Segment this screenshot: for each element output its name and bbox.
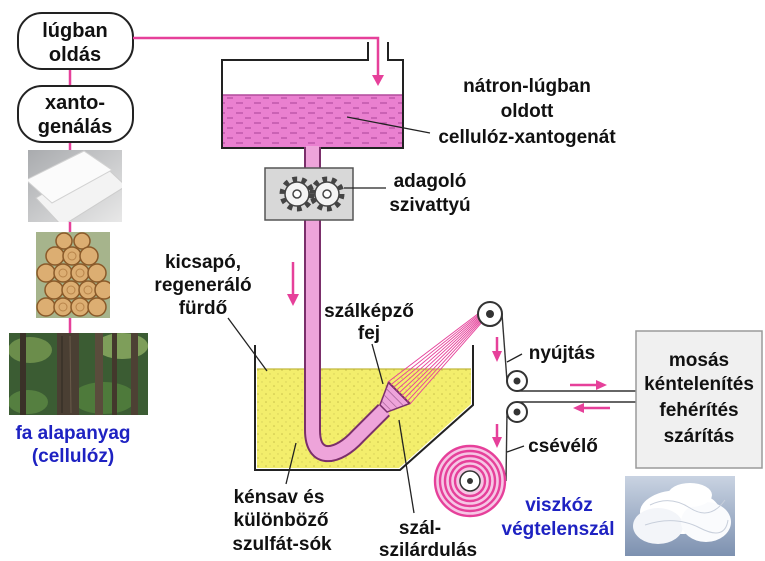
xanthation-label-line1: xanto- <box>45 92 105 114</box>
dissolving-label-line2: oldás <box>49 44 101 66</box>
to-washing-arrow-head <box>596 380 607 390</box>
feed-arrow-line <box>133 38 378 76</box>
product-label-line2: végtelenszál <box>502 519 615 540</box>
thread-to-bobbin <box>506 412 507 481</box>
post-treatment-line1: mosás <box>669 350 729 371</box>
guide-roller <box>478 302 502 326</box>
winding-bobbin <box>434 445 506 517</box>
post-treatment-box: mosás kéntelenítés fehérítés szárítás <box>636 331 762 468</box>
viscose-fiber-photo <box>625 476 735 556</box>
dissolving-label-line1: lúgban <box>42 20 108 42</box>
bath-label-line2: regeneráló <box>154 275 251 296</box>
stretch-roller-upper <box>507 371 527 391</box>
tank-liquid <box>223 95 402 148</box>
xanthation-label-line2: genálás <box>38 116 112 138</box>
pipe-flow-arrow-head <box>287 294 299 306</box>
pump-label-line1: adagoló <box>394 171 467 192</box>
bath-contents-label-line1: kénsav és <box>234 487 325 508</box>
thread-to-stretch-roller <box>502 314 507 381</box>
winding-label-leader <box>507 446 524 452</box>
stretch-arrow-head <box>492 351 502 362</box>
solidification-label-line1: szál- <box>399 518 441 539</box>
product-label-line1: viszkóz <box>525 495 593 516</box>
bath-label-line1: kicsapó, <box>165 252 241 273</box>
winding-arrow-head <box>492 437 502 448</box>
stretch-roller-lower <box>507 402 527 422</box>
feed-arrow-head <box>372 75 384 86</box>
tank-label-line1: nátron-lúgban <box>463 76 591 97</box>
bath-label-leader <box>228 318 267 371</box>
stretching-label-leader <box>507 354 522 362</box>
spinneret-label-line1: szálképző <box>324 301 414 322</box>
tank-label-line2: oldott <box>501 101 554 122</box>
post-treatment-line3: fehérítés <box>659 400 738 421</box>
forest-photo <box>8 333 148 415</box>
bath-contents-label-line3: szulfát-sók <box>232 534 332 555</box>
from-washing-arrow-head <box>573 403 584 413</box>
bath-contents-label-line2: különböző <box>234 510 329 531</box>
wood-logs-photo <box>36 232 113 318</box>
stretching-label: nyújtás <box>529 343 596 364</box>
raw-material-label-line2: (cellulóz) <box>32 446 114 467</box>
gear-pump-icon <box>265 168 353 220</box>
post-treatment-line4: szárítás <box>664 426 735 447</box>
raw-material-label-line1: fa alapanyag <box>15 423 130 444</box>
dissolving-step-box: lúgban oldás <box>18 13 133 69</box>
bath-label-line3: fürdő <box>179 298 228 319</box>
spinneret-label-line2: fej <box>358 323 380 344</box>
solidification-label-line2: szilárdulás <box>379 540 477 561</box>
pump-label-line2: szivattyú <box>389 195 470 216</box>
post-treatment-line2: kéntelenítés <box>644 374 754 395</box>
xanthation-step-box: xanto- genálás <box>18 86 133 142</box>
paper-sheets-photo <box>26 150 126 226</box>
tank-label-line3: cellulóz-xantogenát <box>438 127 616 148</box>
winding-label: csévélő <box>528 436 598 457</box>
